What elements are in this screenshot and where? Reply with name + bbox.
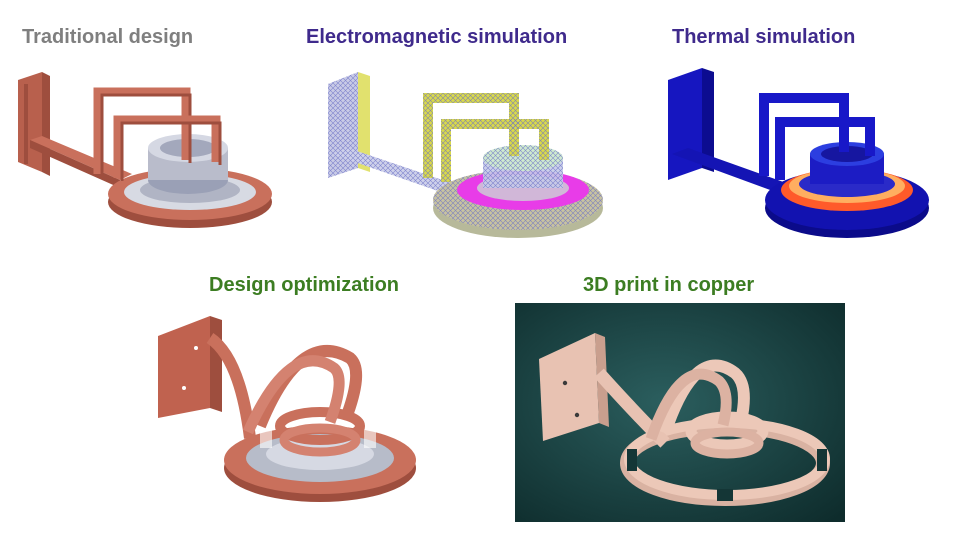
title-traditional-design: Traditional design [22, 26, 194, 48]
traditional-design-render [10, 62, 280, 232]
design-optimization-render [150, 308, 440, 508]
electromagnetic-simulation-render [318, 58, 608, 244]
title-electromagnetic-simulation: Electromagnetic simulation [306, 26, 568, 48]
title-3d-print-in-copper: 3D print in copper [583, 274, 755, 296]
title-design-optimization: Design optimization [209, 274, 399, 296]
3d-print-photo [515, 303, 845, 522]
title-thermal-simulation: Thermal simulation [672, 26, 856, 48]
thermal-simulation-render [662, 58, 932, 248]
